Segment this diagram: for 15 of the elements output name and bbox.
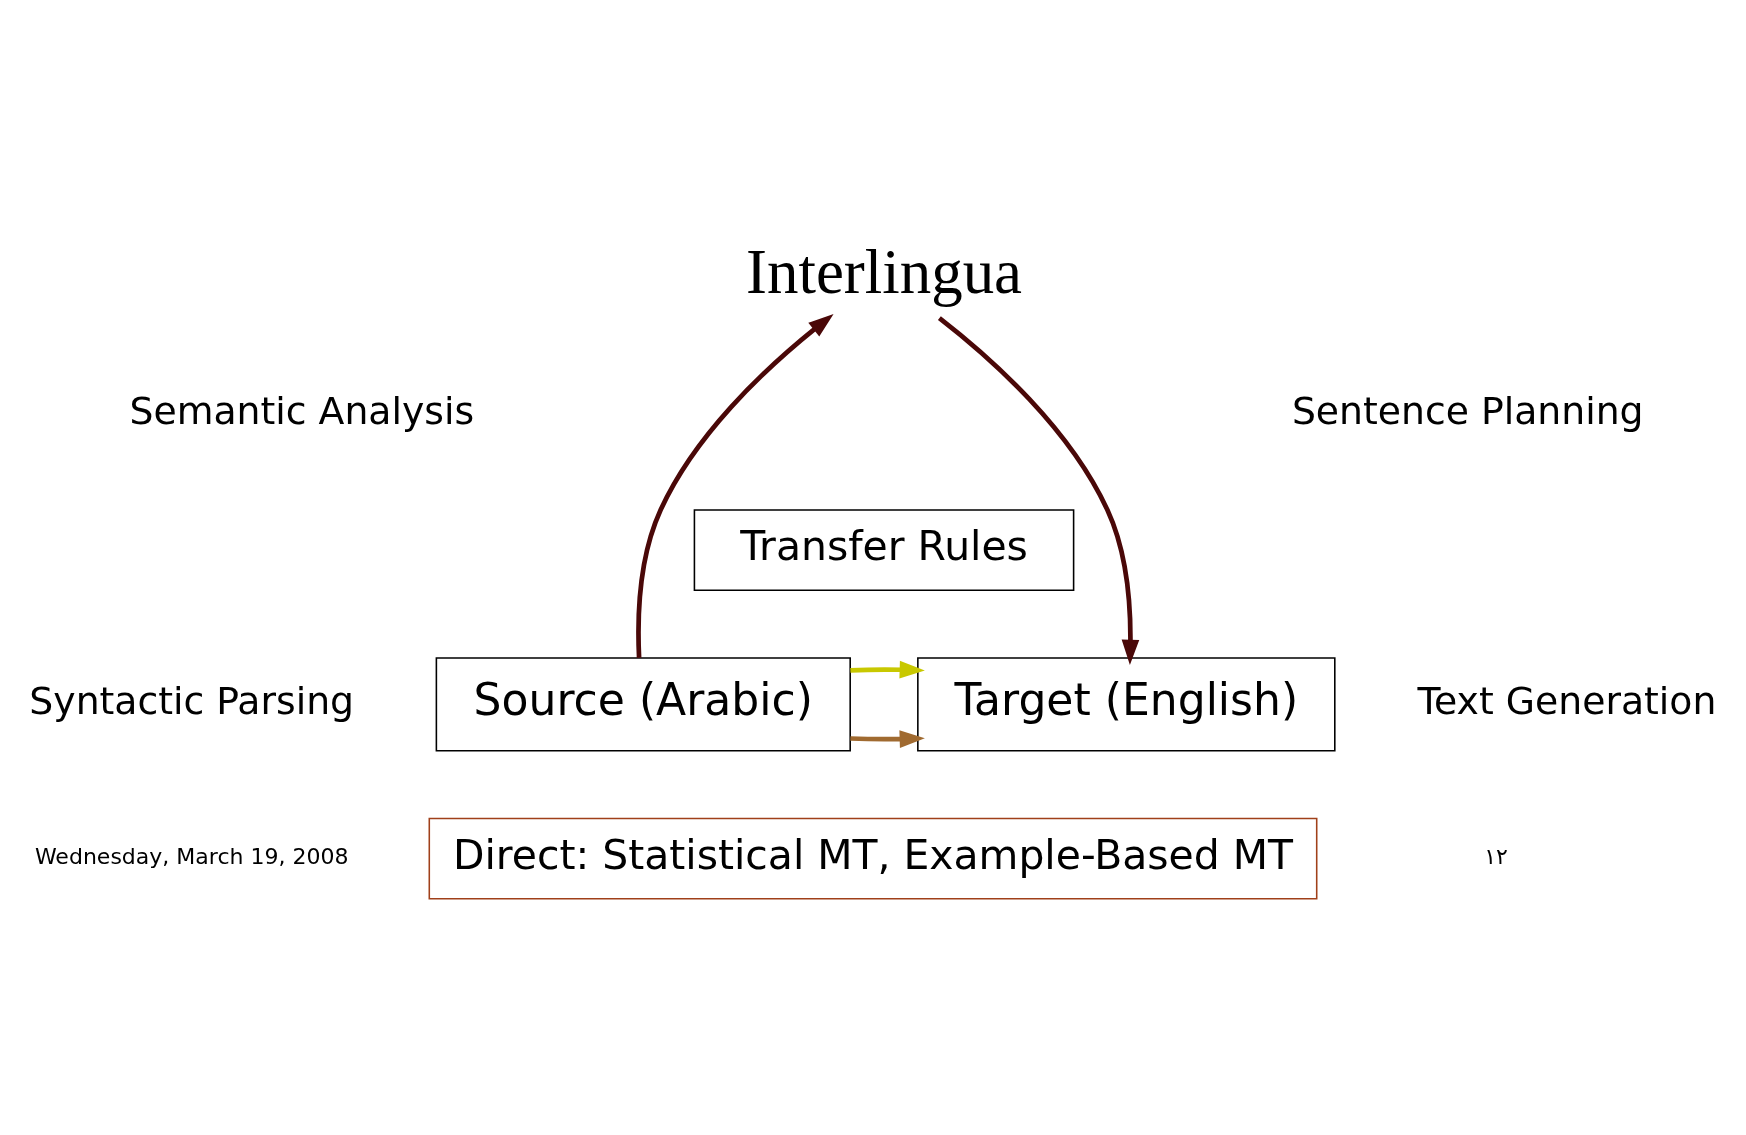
node-text: Interlingua (745, 236, 1023, 307)
arrow (636, 314, 834, 658)
node-box: Transfer Rules (693, 509, 1075, 592)
label: ١٢ (1484, 844, 1508, 870)
label: Syntactic Parsing (29, 679, 355, 724)
label: Text Generation (1417, 679, 1717, 724)
label: Semantic Analysis (129, 388, 475, 433)
arrow (937, 316, 1140, 665)
label: Wednesday, March 19, 2008 (34, 844, 349, 870)
node-box: Target (English) (917, 657, 1336, 752)
arrow (850, 660, 925, 679)
label: Sentence Planning (1291, 388, 1644, 433)
node-box: Direct: Statistical MT, Example-Based MT (428, 817, 1318, 900)
node-box: Source (Arabic) (435, 657, 851, 752)
arrow (850, 730, 925, 748)
